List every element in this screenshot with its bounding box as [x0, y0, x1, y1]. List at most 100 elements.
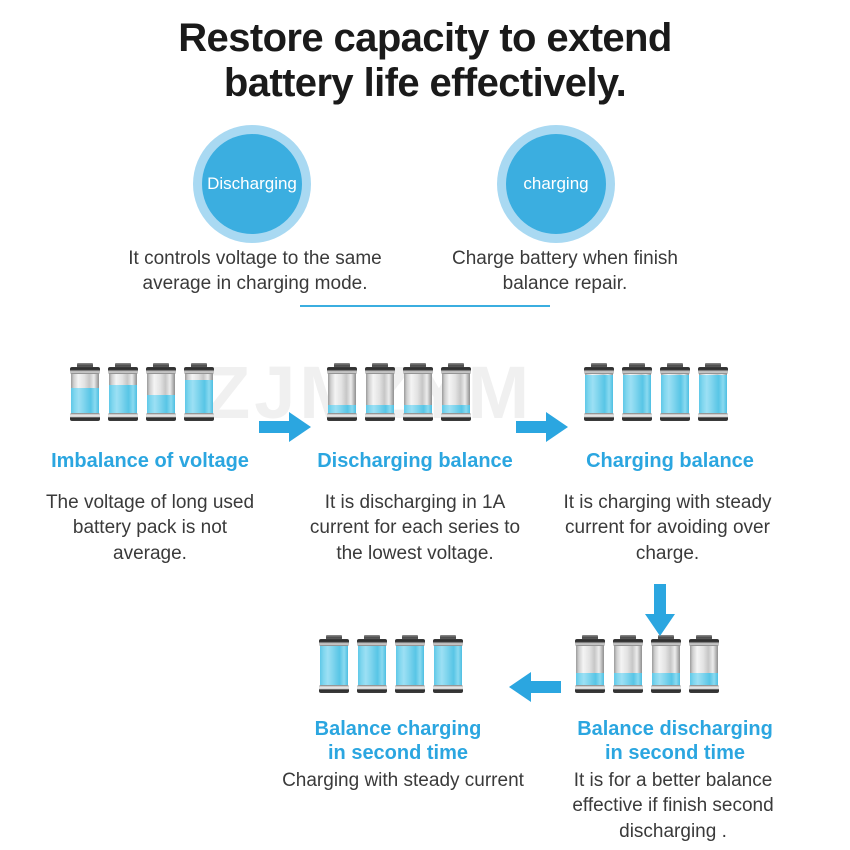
circle-caption-charging: Charge battery when finish balance repai… [451, 248, 678, 295]
battery-charge-level [109, 385, 137, 414]
circle-caption-discharging: It controls voltage to the same average … [128, 248, 382, 295]
battery-bottom-cap [108, 413, 138, 421]
battery-terminal-nub [629, 363, 645, 368]
battery-charge-level [71, 387, 99, 414]
battery-cell [698, 363, 728, 421]
battery-bottom-cap [70, 413, 100, 421]
battery-body [404, 372, 432, 414]
battery-charge-level [434, 644, 462, 686]
battery-top-cap [622, 367, 652, 374]
circle-label-discharging: Discharging [207, 174, 297, 193]
battery-cell [433, 635, 463, 693]
battery-cell [395, 635, 425, 693]
battery-charge-level [661, 375, 689, 414]
battery-charge-level [652, 673, 680, 686]
battery-bottom-cap [441, 413, 471, 421]
battery-charge-level [147, 395, 175, 414]
battery-charge-level [328, 404, 356, 414]
battery-charge-level [690, 673, 718, 686]
battery-top-cap [327, 367, 357, 374]
page-title: Restore capacity to extend battery life … [0, 16, 850, 106]
battery-top-cap [184, 367, 214, 374]
step-desc-discharging-balance: It is discharging in 1A current for each… [309, 492, 521, 564]
step-title-imbalance-of-voltage: Imbalance of voltage [51, 450, 249, 472]
battery-cell [660, 363, 690, 421]
battery-terminal-nub [658, 635, 674, 640]
battery-top-cap [108, 367, 138, 374]
battery-bottom-cap [395, 685, 425, 693]
battery-terminal-nub [440, 635, 456, 640]
battery-bottom-cap [319, 685, 349, 693]
battery-charge-level [404, 404, 432, 414]
circle-label-charging: charging [523, 174, 589, 193]
battery-bottom-cap [365, 413, 395, 421]
cycle-connector-line [300, 305, 550, 307]
battery-terminal-nub [705, 363, 721, 368]
battery-bottom-cap [698, 413, 728, 421]
battery-terminal-nub [667, 363, 683, 368]
battery-body [690, 644, 718, 686]
battery-cell [184, 363, 214, 421]
battery-body [585, 372, 613, 414]
circle-inner-disc [202, 134, 302, 234]
battery-terminal-nub [77, 363, 93, 368]
battery-body [396, 644, 424, 686]
battery-body [109, 372, 137, 414]
battery-group-imbalance-of-voltage [70, 363, 214, 421]
battery-charge-level [185, 379, 213, 414]
battery-body [652, 644, 680, 686]
battery-body [358, 644, 386, 686]
battery-terminal-nub [591, 363, 607, 368]
battery-group-balance-charging-second-time [319, 635, 463, 693]
battery-bottom-cap [184, 413, 214, 421]
battery-cell [146, 363, 176, 421]
battery-terminal-nub [115, 363, 131, 368]
battery-cell [651, 635, 681, 693]
battery-body [328, 372, 356, 414]
battery-body [661, 372, 689, 414]
page-title-line-1: Restore capacity to extend [178, 16, 672, 60]
battery-body [147, 372, 175, 414]
battery-cell [441, 363, 471, 421]
battery-top-cap [146, 367, 176, 374]
battery-bottom-cap [584, 413, 614, 421]
battery-body [576, 644, 604, 686]
battery-terminal-nub [372, 363, 388, 368]
battery-terminal-nub [402, 635, 418, 640]
battery-bottom-cap [357, 685, 387, 693]
battery-group-discharging-balance [327, 363, 471, 421]
battery-body [434, 644, 462, 686]
battery-body [442, 372, 470, 414]
battery-body [366, 372, 394, 414]
battery-terminal-nub [191, 363, 207, 368]
battery-top-cap [319, 639, 349, 646]
battery-bottom-cap [146, 413, 176, 421]
battery-bottom-cap [613, 685, 643, 693]
step-desc-balance-charging-second-time: Charging with steady current [282, 770, 524, 791]
battery-cell [365, 363, 395, 421]
battery-terminal-nub [334, 363, 350, 368]
arrow-left-step4-to-step5 [509, 670, 561, 704]
battery-bottom-cap [651, 685, 681, 693]
circle-node-charging[interactable]: charging [497, 125, 615, 243]
arrow-right-step2-to-step3 [516, 410, 568, 444]
battery-cell [403, 363, 433, 421]
battery-bottom-cap [622, 413, 652, 421]
battery-top-cap [357, 639, 387, 646]
battery-top-cap [433, 639, 463, 646]
battery-top-cap [70, 367, 100, 374]
battery-top-cap [584, 367, 614, 374]
battery-top-cap [365, 367, 395, 374]
battery-cell [319, 635, 349, 693]
battery-top-cap [689, 639, 719, 646]
battery-top-cap [403, 367, 433, 374]
battery-cell [575, 635, 605, 693]
battery-bottom-cap [327, 413, 357, 421]
battery-group-charging-balance [584, 363, 728, 421]
battery-top-cap [575, 639, 605, 646]
circle-node-discharging[interactable]: Discharging [193, 125, 311, 243]
battery-bottom-cap [403, 413, 433, 421]
battery-top-cap [395, 639, 425, 646]
step-desc-balance-discharging-second-time: It is for a better balance effective if … [572, 770, 774, 842]
step-title-balance-charging-second-time: Balance charging in second time [314, 718, 482, 764]
